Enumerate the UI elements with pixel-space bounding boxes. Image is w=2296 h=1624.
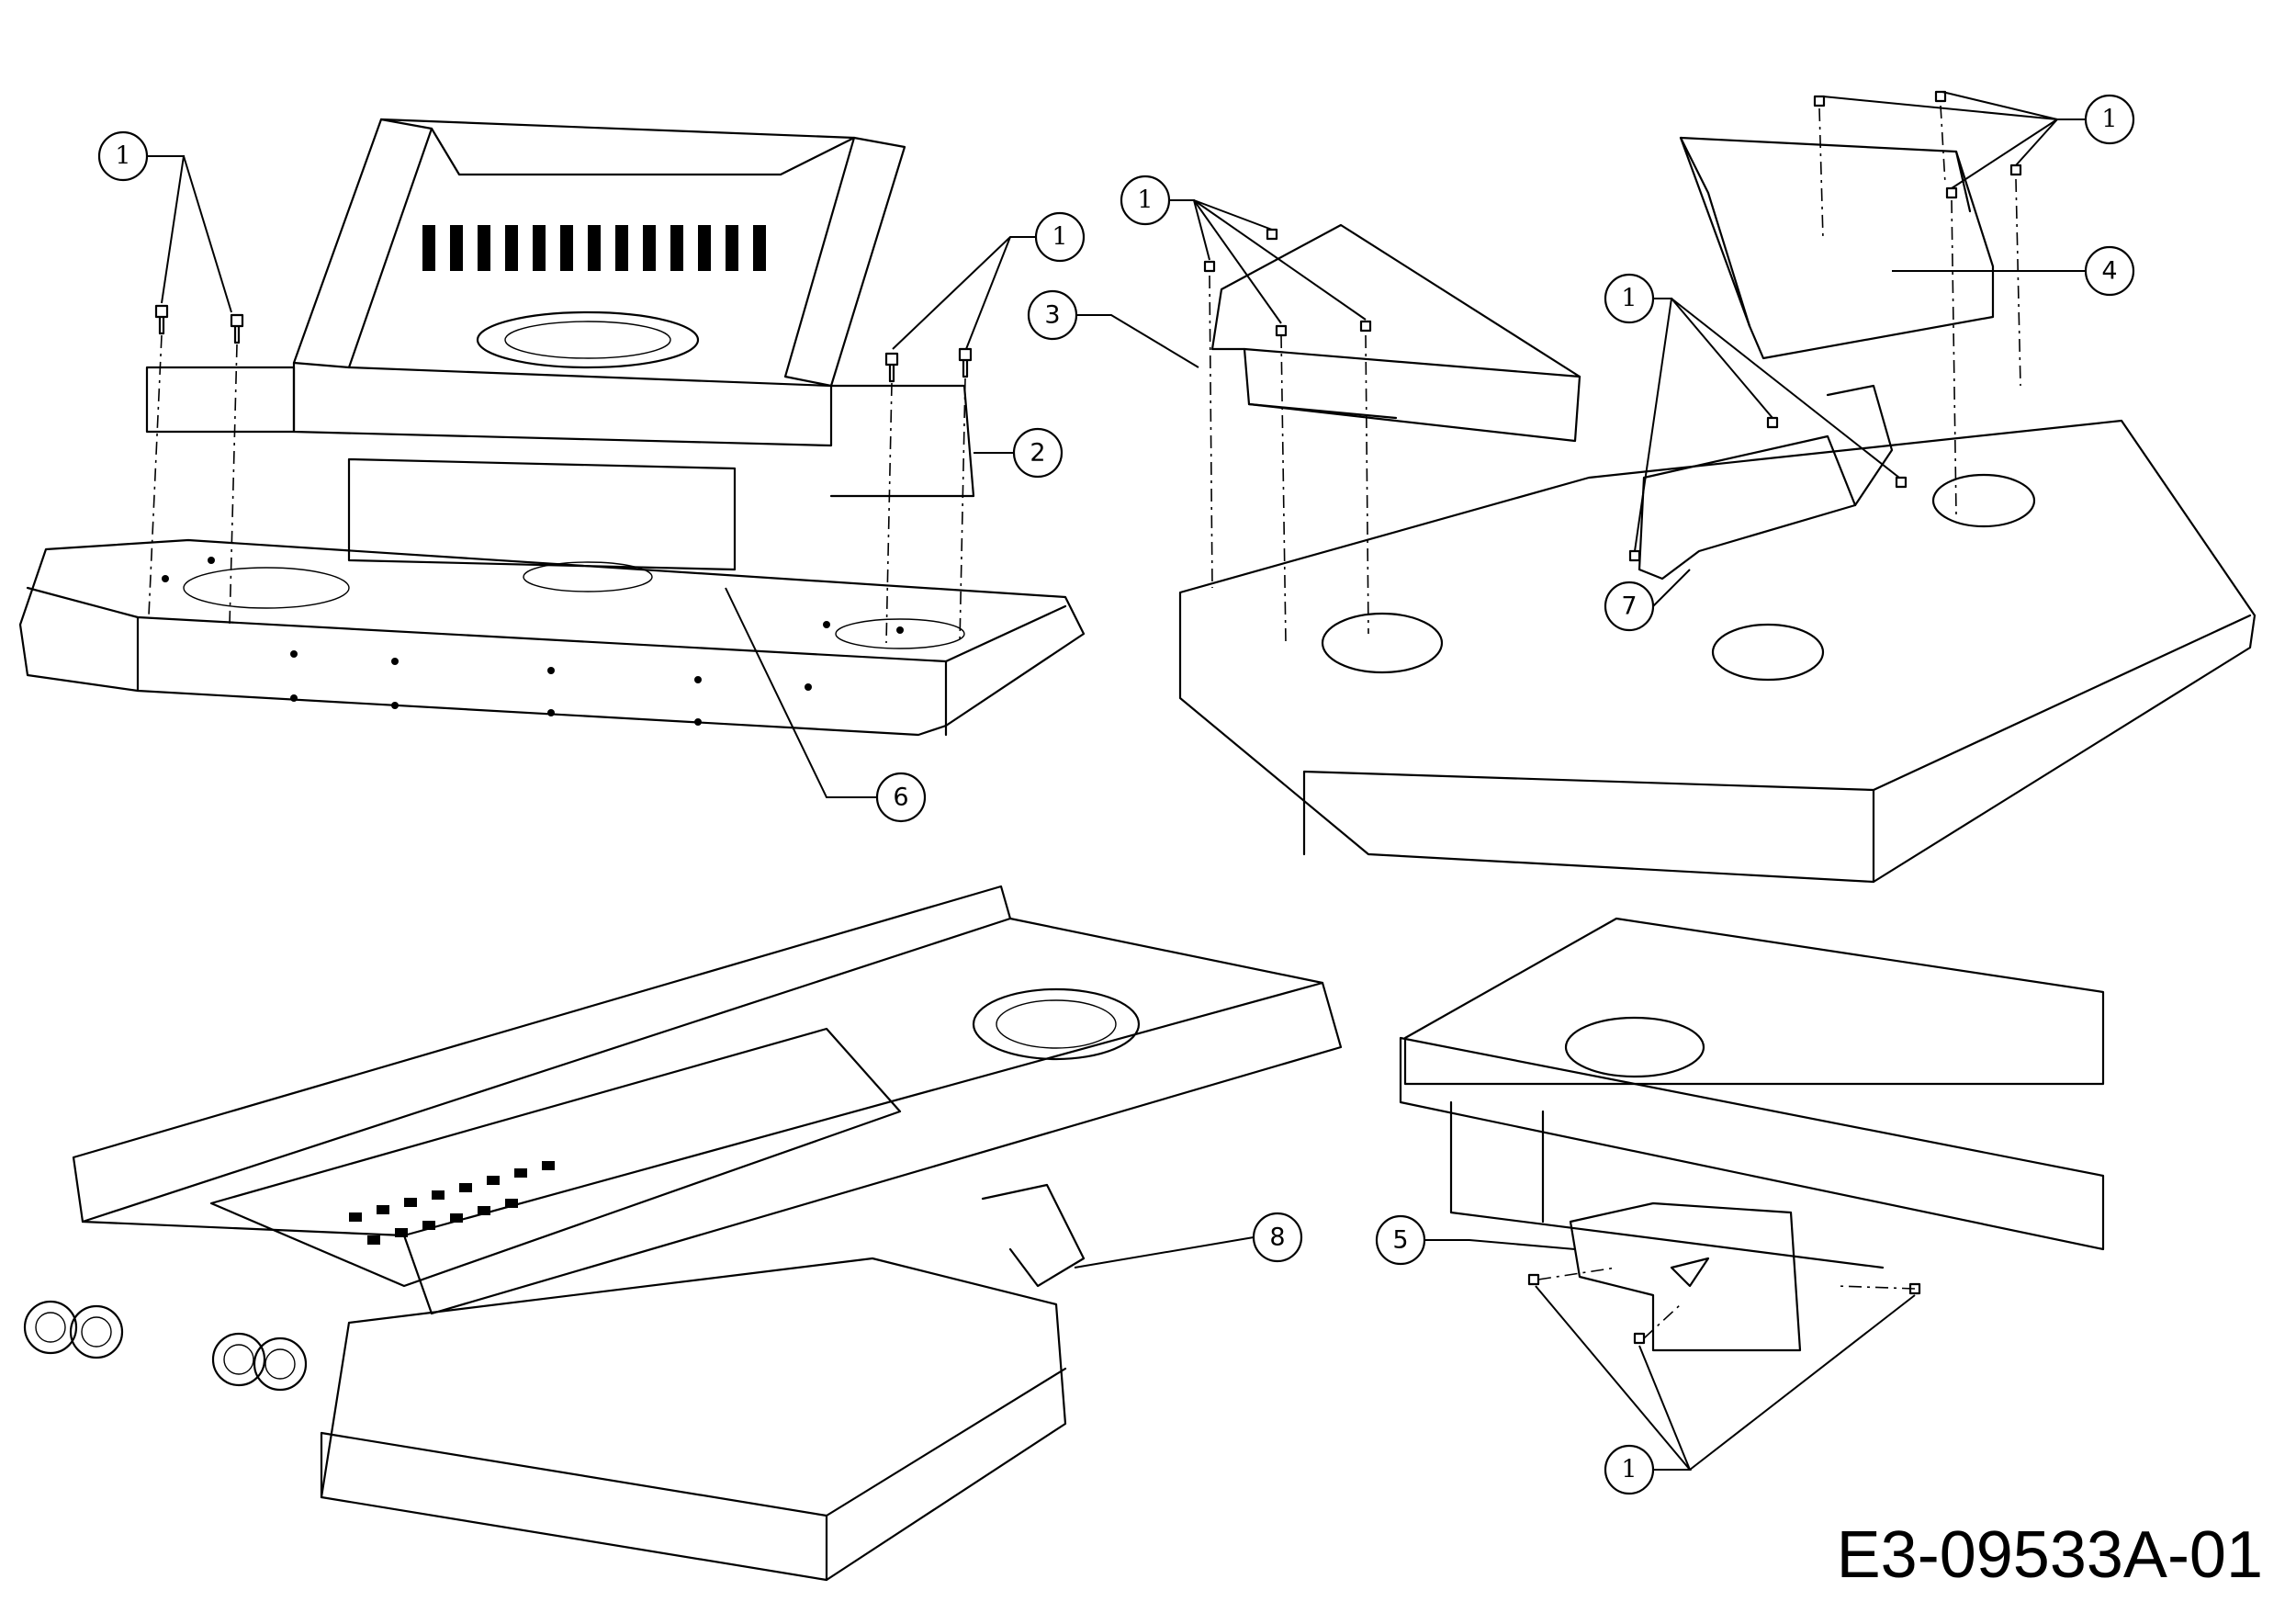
frame-rear-rail <box>1399 1036 2105 1251</box>
callout-3: 3 <box>1027 289 1199 368</box>
callout-1-top-left: 1 <box>97 130 232 313</box>
deck-right-outline <box>1178 419 2257 884</box>
chassis-rail-front <box>402 981 1343 1315</box>
svg-text:7: 7 <box>1621 592 1637 621</box>
svg-text:1: 1 <box>115 142 130 171</box>
svg-text:5: 5 <box>1392 1226 1408 1255</box>
frame-rear-top <box>1403 917 2105 1086</box>
svg-text:6: 6 <box>893 784 908 812</box>
callout-1-deck: 1 <box>1604 273 1900 552</box>
bracket-7 <box>1638 434 1857 581</box>
drawing-number: E3-09533A-01 <box>1836 1518 2263 1592</box>
svg-text:8: 8 <box>1269 1224 1285 1252</box>
view-top-right <box>1178 90 2257 884</box>
deck-bottom-left <box>320 1257 1067 1582</box>
callout-1-top-right-b: 1 <box>1822 91 2135 189</box>
svg-text:3: 3 <box>1044 301 1060 330</box>
shield-3 <box>1210 223 1581 443</box>
bolts-left <box>154 304 973 383</box>
view-bottom-left <box>23 885 1343 1582</box>
callout-5: 5 <box>1375 1214 1576 1266</box>
view-top-left <box>18 118 1086 737</box>
svg-text:1: 1 <box>1052 223 1067 252</box>
svg-text:1: 1 <box>1621 1456 1637 1484</box>
svg-text:1: 1 <box>1137 186 1153 215</box>
caster-wheels <box>23 1300 308 1392</box>
callout-8: 8 <box>1074 1212 1303 1269</box>
callout-6: 6 <box>725 587 927 823</box>
callout-1-top-left-right: 1 <box>892 211 1086 350</box>
callout-2: 2 <box>974 427 1064 479</box>
svg-text:1: 1 <box>1621 285 1637 313</box>
bolts-right <box>1203 90 2022 562</box>
mower-deck-outline <box>18 538 1086 737</box>
mower-deck-edge <box>26 586 1067 737</box>
shield-4 <box>1679 136 1995 360</box>
deck-holes <box>162 557 904 726</box>
frame-slots <box>422 225 766 271</box>
svg-text:1: 1 <box>2101 106 2117 134</box>
svg-text:2: 2 <box>1030 439 1045 468</box>
chassis-rail-top <box>72 885 1012 1224</box>
bolts-br <box>1527 1273 1921 1345</box>
svg-text:4: 4 <box>2101 257 2117 286</box>
callouts: 1 1 2 6 1 <box>97 91 2135 1495</box>
callout-4: 4 <box>1892 245 2135 297</box>
bracket-5 <box>1569 1201 1802 1352</box>
callout-1-bottom-right: 1 <box>1535 1285 1916 1495</box>
callout-1-top-right-a: 1 <box>1120 175 1367 324</box>
grid-holes <box>349 1161 555 1245</box>
callout-7: 7 <box>1604 569 1691 632</box>
view-bottom-right <box>1399 917 2105 1352</box>
